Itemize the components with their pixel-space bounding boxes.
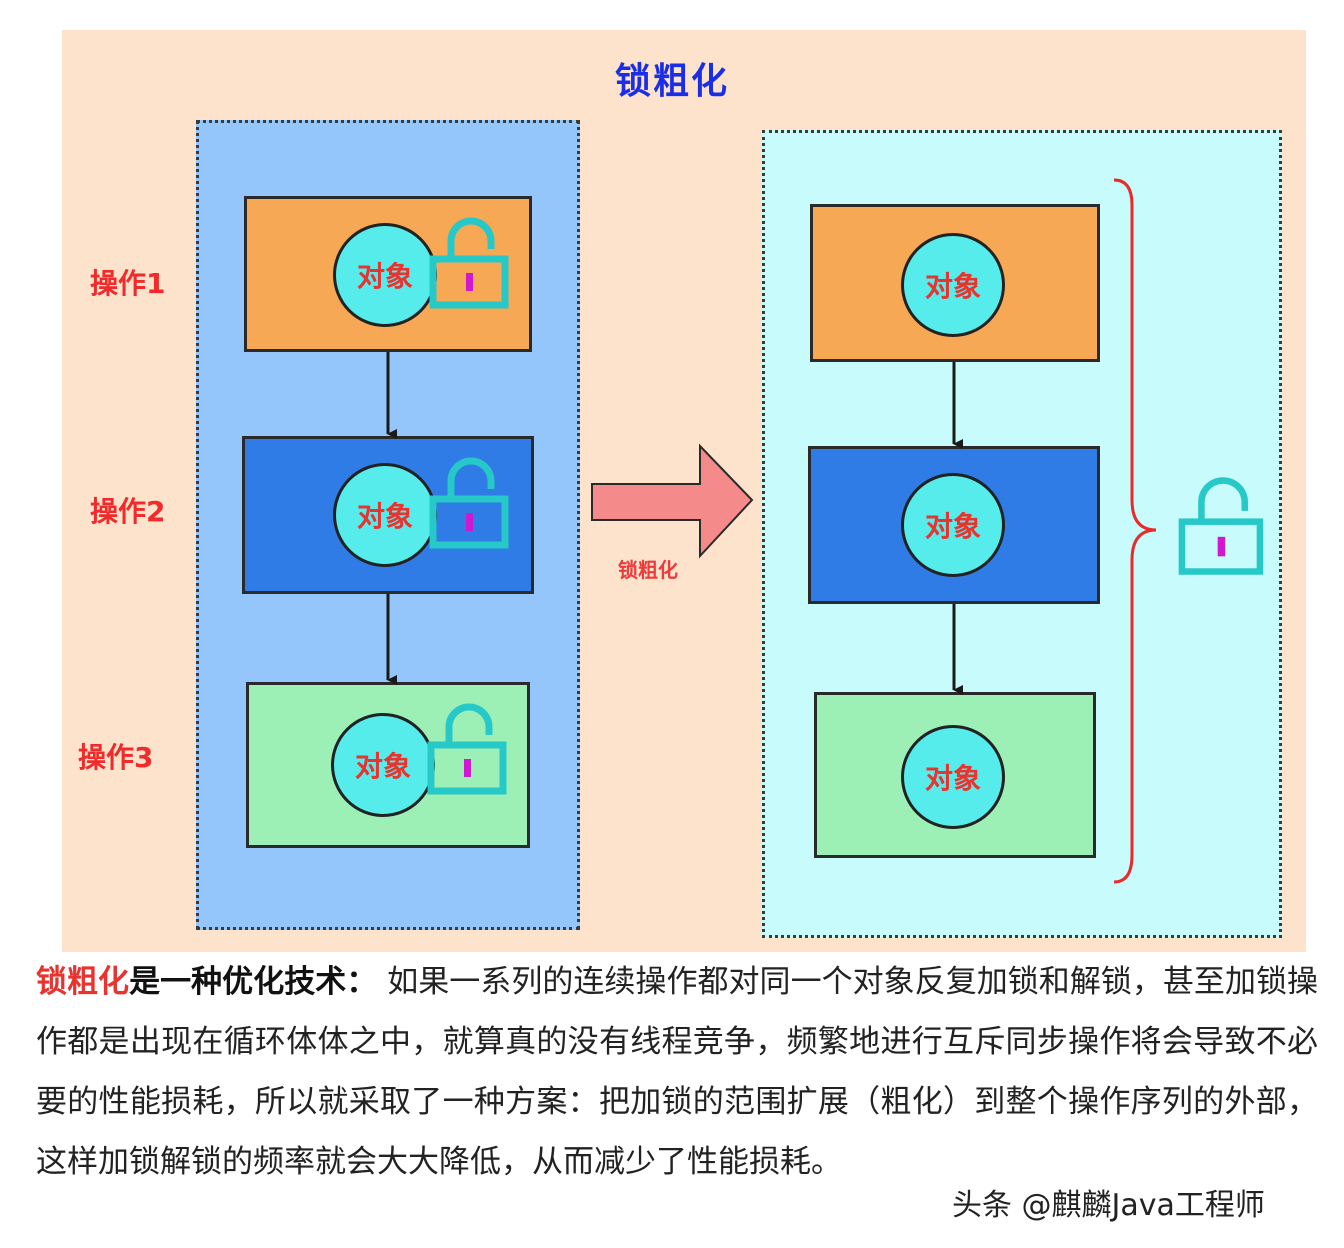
object-circle: 对象 (333, 223, 437, 327)
coarsening-arrow-label: 锁粗化 (618, 558, 678, 582)
operation-label-1: 操作1 (90, 267, 166, 300)
object-circle: 对象 (333, 463, 437, 567)
operation-label-2: 操作2 (90, 495, 166, 528)
object-circle: 对象 (901, 473, 1005, 577)
object-circle: 对象 (901, 725, 1005, 829)
left-operation-box-3: 对象 (246, 682, 530, 848)
lock-coarsening-diagram: 锁粗化 操作1 操作2 操作3 对象 对象 对象 对象 对象 (62, 30, 1306, 952)
body-text: 如果一系列的连续操作都对同一个对象反复加锁和解锁，甚至加锁操作都是出现在循环体体… (36, 964, 1319, 1180)
unlocked-padlock-icon (429, 457, 509, 549)
object-label: 对象 (356, 260, 413, 293)
right-curly-brace (1113, 178, 1157, 884)
object-label: 对象 (356, 500, 413, 533)
object-label: 对象 (924, 270, 981, 303)
object-label: 对象 (924, 510, 981, 543)
operation-label-3: 操作3 (78, 741, 154, 774)
shared-unlocked-padlock-icon (1178, 477, 1264, 575)
lead-text: 是一种优化技术： (129, 964, 378, 1000)
unlocked-padlock-icon (429, 217, 509, 309)
unlocked-padlock-icon (427, 703, 507, 795)
right-operation-box-3: 对象 (814, 692, 1096, 858)
right-operation-box-2: 对象 (808, 446, 1100, 604)
right-operation-box-1: 对象 (810, 204, 1100, 362)
connectors (386, 178, 1157, 884)
highlight-term: 锁粗化 (36, 964, 130, 1000)
left-operation-box-2: 对象 (242, 436, 534, 594)
object-circle: 对象 (331, 713, 435, 817)
object-label: 对象 (354, 750, 411, 783)
watermark: 头条 @麒麟Java工程师 (952, 1188, 1265, 1223)
coarsening-arrow (591, 443, 754, 559)
object-circle: 对象 (901, 233, 1005, 337)
diagram-title: 锁粗化 (614, 61, 729, 102)
description-paragraph: 锁粗化是一种优化技术： 如果一系列的连续操作都对同一个对象反复加锁和解锁，甚至加… (36, 952, 1318, 1192)
object-label: 对象 (924, 762, 981, 795)
left-operation-box-1: 对象 (244, 196, 532, 352)
